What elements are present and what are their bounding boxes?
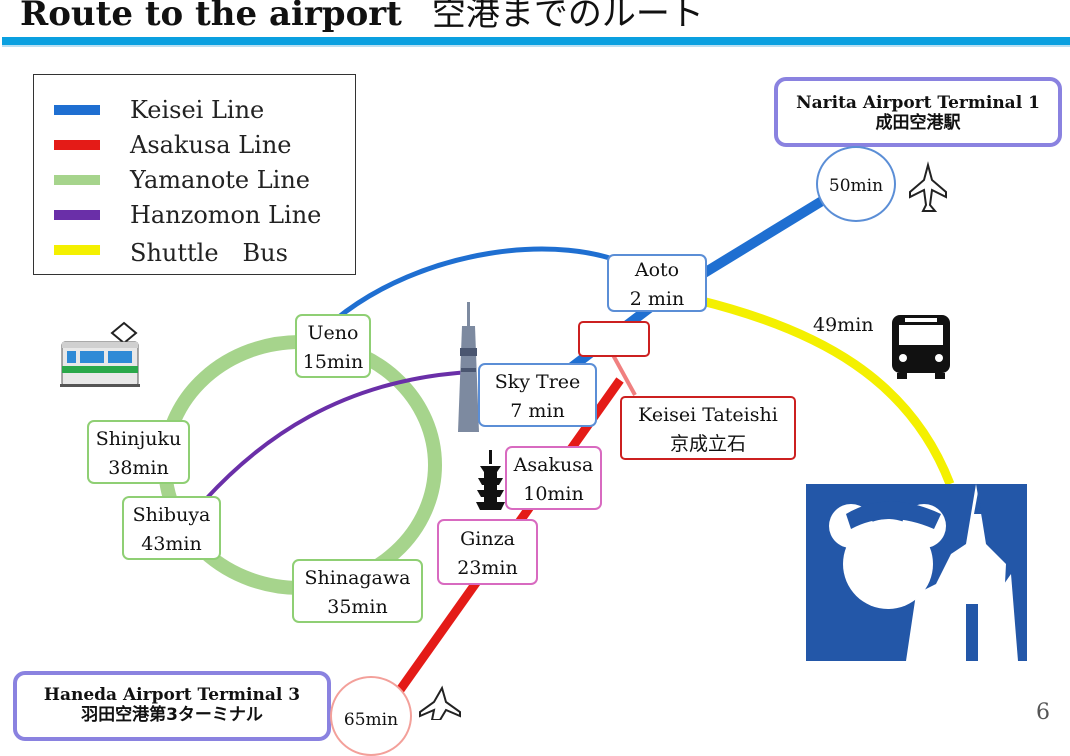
bus-icon <box>892 315 950 379</box>
station-shinagawa: Shinagawa 35min <box>292 559 423 623</box>
airplane-icon <box>419 685 461 720</box>
legend-swatch <box>54 245 100 255</box>
legend-item-asakusa: Asakusa Line <box>54 130 291 160</box>
station-ginza: Ginza 23min <box>437 519 538 585</box>
station-sky-tree: Sky Tree 7 min <box>478 363 597 427</box>
narita-time-circle: 50min <box>816 146 896 222</box>
legend-swatch <box>54 140 100 150</box>
line-legend: Keisei Line Asakusa Line Yamanote Line H… <box>33 74 356 275</box>
train-icon <box>60 321 140 387</box>
station-keisei-tateishi-marker <box>578 321 650 357</box>
legend-swatch <box>54 105 100 115</box>
station-shinjuku: Shinjuku 38min <box>87 420 190 484</box>
pagoda-icon <box>476 450 505 510</box>
station-keisei-tateishi: Keisei Tateishi 京成立石 <box>620 396 796 460</box>
shuttle-bus-route <box>696 295 955 486</box>
station-ueno: Ueno 15min <box>295 314 371 378</box>
legend-item-keisei: Keisei Line <box>54 95 264 125</box>
airport-narita: Narita Airport Terminal 1 成田空港駅 <box>774 77 1062 147</box>
station-shibuya: Shibuya 43min <box>122 496 221 560</box>
station-aoto: Aoto 2 min <box>607 254 707 312</box>
tateishi-connector <box>611 354 637 396</box>
airport-haneda: Haneda Airport Terminal 3 羽田空港第3ターミナル <box>13 671 331 741</box>
legend-item-yamanote: Yamanote Line <box>54 165 310 195</box>
title-underline <box>2 37 1070 45</box>
page-number: 6 <box>1036 700 1050 725</box>
station-asakusa: Asakusa 10min <box>505 446 602 510</box>
hanzomon-line <box>203 370 471 502</box>
legend-item-shuttle-bus: Shuttle Bus <box>54 235 288 267</box>
title-underline-light <box>2 45 1070 47</box>
airplane-icon <box>909 161 947 212</box>
tokyo-skytree-icon <box>458 302 479 432</box>
keisei-line <box>333 246 637 322</box>
legend-swatch <box>54 175 100 185</box>
shuttle-bus-time: 49min <box>813 314 874 336</box>
haneda-time-circle: 65min <box>330 676 412 756</box>
legend-item-hanzomon: Hanzomon Line <box>54 200 321 230</box>
legend-swatch <box>54 210 100 220</box>
disney-castle-icon <box>806 484 1027 661</box>
